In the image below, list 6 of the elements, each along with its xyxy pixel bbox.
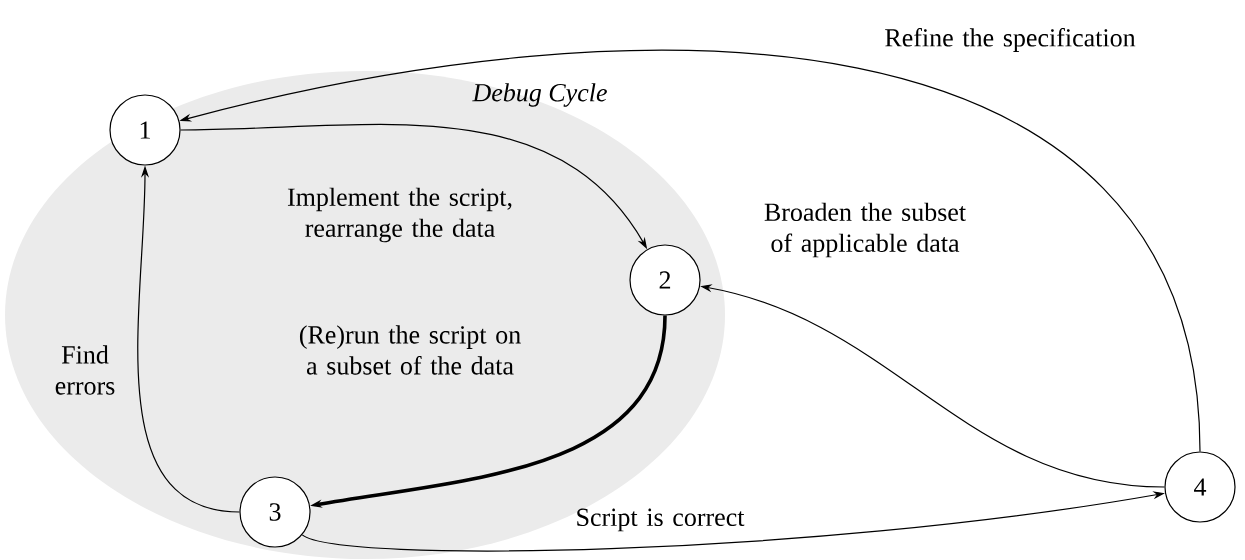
edge-label: Script is correct [577,508,745,532]
edge-label: Find errors [55,345,115,395]
edge-label: Broaden the subset of applicable data [764,202,966,258]
edge-label: Implement the script, rearrange the data [287,187,512,243]
edge-label: (Re)run the script on a subset of the data [299,325,521,375]
edge-label: Refine the specification [885,28,1136,52]
